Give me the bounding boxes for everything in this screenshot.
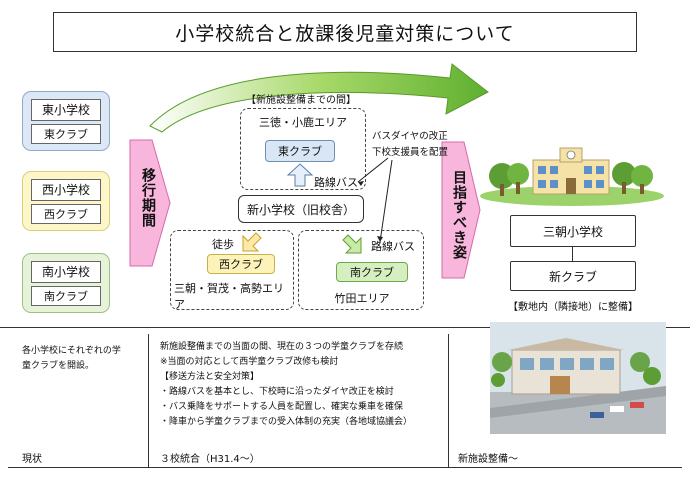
school-card-west: 西小学校 西クラブ — [22, 171, 110, 231]
text-line: 【移送方法と安全対策】 — [160, 372, 260, 382]
divider-col1 — [148, 334, 149, 468]
west-area-box — [170, 230, 294, 310]
bus-note-pointer-lines — [357, 157, 393, 243]
south-area-label: 竹田エリア — [334, 292, 390, 305]
west-club-box: 西クラブ — [207, 254, 275, 274]
current-description: 各小学校にそれぞれの学 童クラブを開設。 — [22, 344, 146, 374]
facility-rendering-illustration — [490, 322, 666, 434]
club-name: 西クラブ — [31, 203, 101, 224]
new-school-box: 三朝小学校 — [510, 215, 636, 247]
south-mode-label: 路線バス — [371, 240, 415, 253]
timeline-after: 新施設整備～ — [458, 454, 518, 465]
curved-arrow-icon — [149, 63, 489, 133]
school-card-east: 東小学校 東クラブ — [22, 91, 110, 151]
west-mode-label: 徒歩 — [212, 238, 234, 251]
page-title: 小学校統合と放課後児童対策について — [53, 12, 637, 52]
transition-label: 移行期間 — [140, 168, 156, 228]
east-area-label: 三徳・小鹿エリア — [259, 116, 347, 129]
text-line: 各小学校にそれぞれの学 — [22, 346, 121, 356]
goal-label: 目指すべき姿 — [451, 170, 467, 260]
bus-note-line2: 下校支援員を配置 — [372, 147, 449, 158]
text-line: 新施設整備までの当面の間、現在の３つの学童クラブを存続 — [160, 342, 404, 352]
east-area-box — [240, 108, 366, 190]
timeline-line — [8, 467, 682, 468]
school-name: 東小学校 — [31, 98, 101, 121]
until-new-facility-label: 【新施設整備までの間】 — [246, 94, 356, 106]
school-name: 西小学校 — [31, 178, 101, 201]
timeline-current: 現状 — [22, 454, 42, 465]
new-club-box: 新クラブ — [510, 261, 636, 291]
site-note-label: 【敷地内（隣接地）に整備】 — [508, 301, 638, 313]
east-bus-label: 路線バス — [314, 176, 358, 189]
club-name: 南クラブ — [31, 285, 101, 306]
text-line: ※当面の対応として西学童クラブ改修も検討 — [160, 357, 339, 367]
south-club-box: 南クラブ — [336, 262, 408, 282]
east-club-box: 東クラブ — [265, 140, 335, 162]
text-line: ・路線バスを基本とし、下校時に沿ったダイヤ改正を検討 — [160, 387, 394, 397]
transition-arrow-icon — [129, 139, 171, 267]
text-line: ・バス乗降をサポートする人員を配置し、確実な乗車を確保 — [160, 402, 404, 412]
temp-school-box: 新小学校（旧校舎） — [238, 195, 364, 223]
divider-col2 — [448, 334, 449, 468]
south-area-box — [298, 230, 424, 310]
timeline-merge: ３校統合（H31.4～） — [160, 454, 260, 465]
school-card-south: 南小学校 南クラブ — [22, 253, 110, 313]
up-arrow-icon — [287, 163, 313, 187]
school-building-illustration — [480, 147, 664, 206]
divider-top — [0, 327, 690, 328]
bus-note-line1: バスダイヤの改正 — [372, 131, 448, 142]
text-line: 童クラブを開設。 — [22, 361, 95, 371]
diagonal-arrow-icon — [242, 232, 262, 252]
west-area-label: 三朝・賀茂・高勢エリア — [174, 282, 284, 311]
merge-description: 新施設整備までの当面の間、現在の３つの学童クラブを存続 ※当面の対応として西学童… — [160, 340, 444, 430]
club-name: 東クラブ — [31, 123, 101, 144]
connector-line — [572, 247, 573, 261]
goal-arrow-icon — [441, 141, 481, 279]
school-name: 南小学校 — [31, 260, 101, 283]
text-line: ・降車から学童クラブまでの受入体制の充実（各地域協議会） — [160, 417, 413, 427]
diagonal-arrow-icon — [342, 234, 362, 254]
